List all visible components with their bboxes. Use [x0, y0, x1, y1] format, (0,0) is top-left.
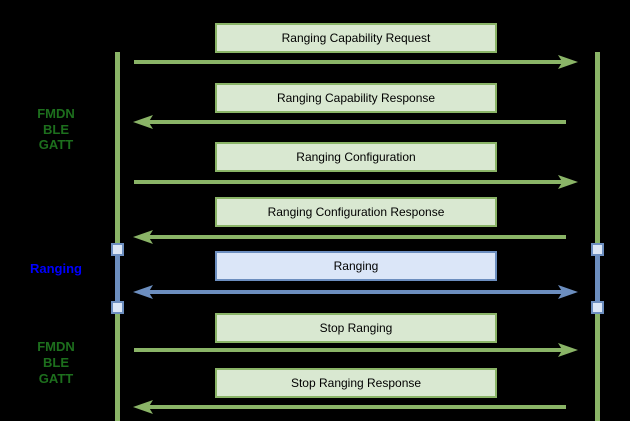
message-box-stop-ranging-response: Stop Ranging Response: [215, 368, 497, 398]
message-box-ranging-capability-response: Ranging Capability Response: [215, 83, 497, 113]
ranging-phase-label: Ranging: [30, 261, 82, 276]
arrow-line: [148, 405, 566, 409]
arrow-ranging-capability-request: [133, 55, 578, 69]
message-box-ranging: Ranging: [215, 251, 497, 281]
message-box-ranging-capability-request: Ranging Capability Request: [215, 23, 497, 53]
protocol-label-line: BLE: [43, 121, 69, 137]
message-box-ranging-configuration-response: Ranging Configuration Response: [215, 197, 497, 227]
arrow-ranging-bidirectional: [133, 285, 578, 299]
phase-handle-square: [111, 243, 124, 256]
arrow-line: [134, 348, 563, 352]
protocol-label-fmdn-ble-gatt-bottom: FMDN BLE GATT: [8, 339, 104, 387]
arrow-ranging-configuration-response: [133, 230, 578, 244]
message-box-ranging-configuration: Ranging Configuration: [215, 142, 497, 172]
message-box-stop-ranging: Stop Ranging: [215, 313, 497, 343]
protocol-label-fmdn-ble-gatt-top: FMDN BLE GATT: [8, 106, 104, 153]
arrow-line: [148, 290, 563, 294]
ranging-phase-segment-right: [595, 250, 600, 308]
arrow-stop-ranging: [133, 343, 578, 357]
arrow-stop-ranging-response: [133, 400, 578, 414]
arrow-ranging-configuration: [133, 175, 578, 189]
arrow-ranging-capability-response: [133, 115, 578, 129]
lifeline-left: [115, 52, 120, 421]
lifeline-right: [595, 52, 600, 421]
protocol-label-line: BLE: [43, 355, 69, 370]
arrow-line: [148, 120, 566, 124]
ranging-phase-segment-left: [115, 250, 120, 308]
phase-handle-square: [111, 301, 124, 314]
phase-handle-square: [591, 243, 604, 256]
protocol-label-line: FMDN: [37, 106, 75, 121]
phase-handle-square: [591, 301, 604, 314]
protocol-label-line: FMDN: [37, 339, 75, 354]
arrow-line: [134, 60, 563, 64]
protocol-label-line: GATT: [38, 137, 74, 152]
arrow-line: [148, 235, 566, 239]
arrow-line: [134, 180, 563, 184]
protocol-label-line: GATT: [38, 371, 74, 386]
